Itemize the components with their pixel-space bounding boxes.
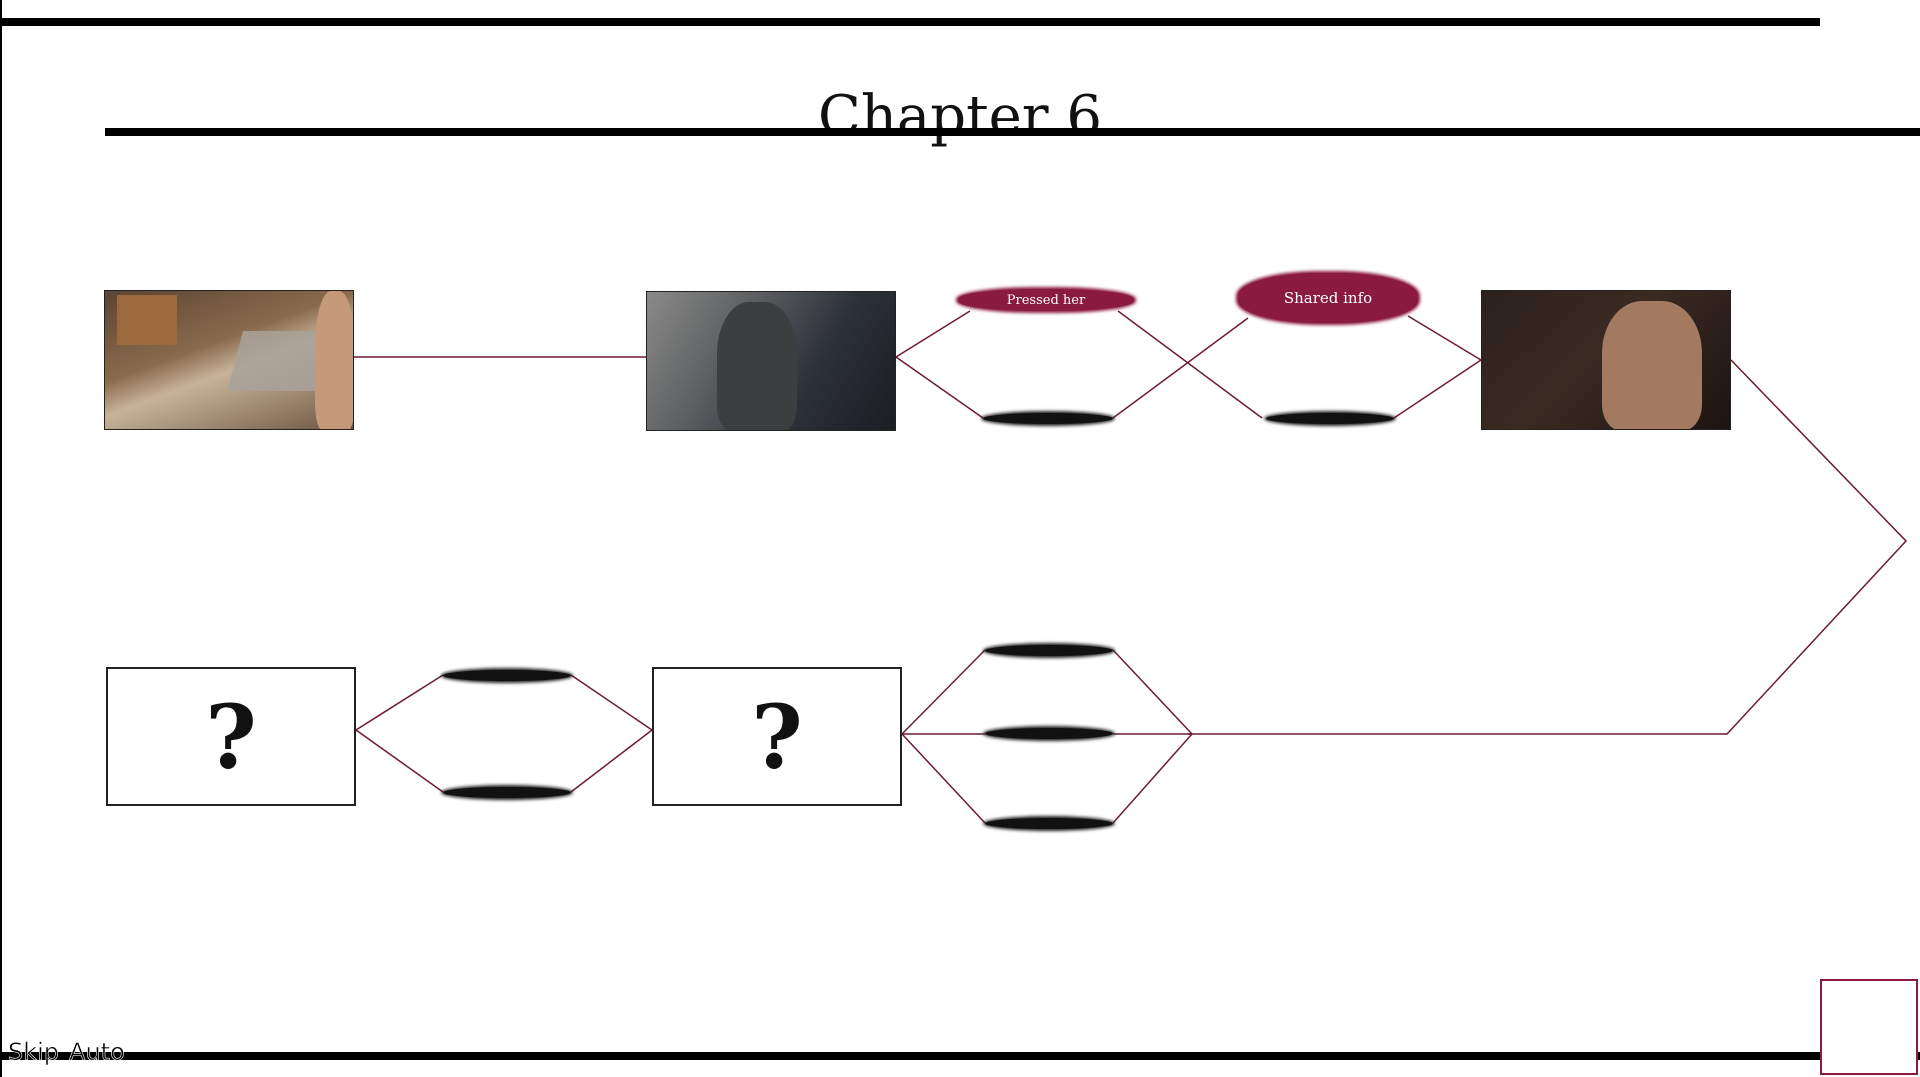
choice-locked <box>985 818 1113 829</box>
bottom-rule <box>0 1052 1920 1060</box>
scene-thumbnail-alley[interactable] <box>646 291 896 431</box>
choice-locked <box>443 787 571 798</box>
character-figure <box>1602 301 1702 429</box>
route-line <box>1112 649 1193 735</box>
locked-scene-box: ? <box>106 667 356 806</box>
choice-locked <box>985 728 1113 739</box>
route-line <box>1407 315 1482 361</box>
choice-locked <box>1266 413 1394 424</box>
route-line <box>1393 359 1482 419</box>
choice-shared-info: Shared info <box>1238 273 1418 323</box>
character-figure <box>315 291 353 429</box>
choice-locked <box>443 670 571 681</box>
route-line <box>901 649 986 735</box>
character-figure <box>717 302 797 430</box>
route-line <box>1112 733 1193 824</box>
left-border <box>0 0 2 1077</box>
route-line <box>895 310 971 358</box>
skip-button[interactable]: Skip <box>8 1038 60 1067</box>
route-line <box>901 733 986 824</box>
scene-thumbnail-bedroom[interactable] <box>104 290 354 430</box>
top-rule <box>0 18 1820 26</box>
scene-thumbnail-dark-room[interactable] <box>1481 290 1731 430</box>
locked-scene-box: ? <box>652 667 902 806</box>
choice-pressed-her: Pressed her <box>958 289 1134 311</box>
route-line <box>570 674 653 731</box>
corner-button[interactable] <box>1820 979 1918 1075</box>
route-line <box>570 729 653 793</box>
chapter-title: Chapter 6 <box>818 83 1102 149</box>
route-line <box>355 674 444 731</box>
route-line <box>1112 317 1249 419</box>
route-line <box>895 356 984 419</box>
route-line <box>355 729 444 793</box>
choice-locked <box>983 413 1113 424</box>
auto-button[interactable]: Auto <box>69 1038 125 1067</box>
quick-menu: Skip Auto <box>8 1038 125 1067</box>
title-rule <box>105 128 1920 136</box>
dresser <box>117 295 177 345</box>
route-line <box>1188 359 1908 735</box>
choice-locked <box>985 645 1113 656</box>
route-line <box>1117 310 1263 419</box>
